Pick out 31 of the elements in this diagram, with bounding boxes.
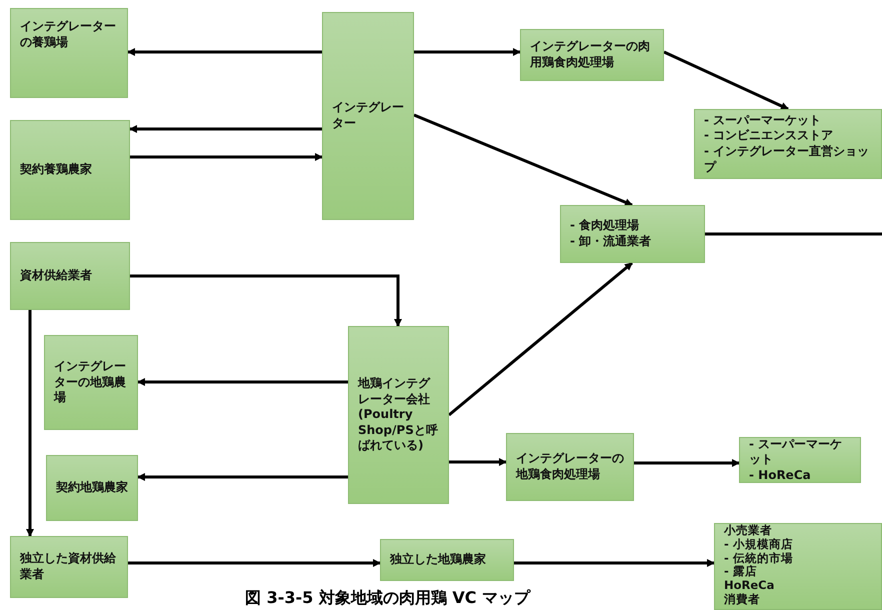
- arrow: [634, 459, 740, 467]
- arrow: [448, 262, 633, 416]
- process-box: 契約養鶏農家: [10, 120, 130, 220]
- arrow: [137, 473, 348, 481]
- process-box: インテグレーター: [322, 12, 414, 220]
- process-box: インテグレーターの地鶏食肉処理場: [506, 433, 634, 501]
- arrow: [137, 378, 348, 386]
- figure-caption: 図 3-3-5 対象地域の肉用鶏 VC マップ: [245, 588, 530, 609]
- process-box: インテグレーターの肉用鶏食肉処理場: [520, 29, 664, 81]
- process-box: 地鶏インテグレーター会社(Poultry Shop/PSと呼ばれている): [348, 326, 449, 504]
- process-box: - 食肉処理場 - 卸・流通業者: [560, 205, 705, 263]
- process-box: 資材供給業者: [10, 242, 130, 310]
- process-box: 独立した地鶏農家: [380, 539, 514, 581]
- arrow: [414, 48, 521, 56]
- arrow: [128, 559, 381, 567]
- process-box: 小売業者 - 小規模商店 - 伝統的市場 - 露店 HoReCa 消費者: [714, 523, 882, 610]
- arrow: [413, 114, 633, 206]
- arrow: [130, 274, 402, 327]
- process-box: インテグレーターの養鶏場: [10, 8, 128, 98]
- process-box: 独立した資材供給業者: [10, 536, 128, 598]
- process-box: 契約地鶏農家: [46, 455, 138, 521]
- arrow: [129, 125, 322, 133]
- arrow: [130, 153, 323, 161]
- process-box: - スーパーマーケット - コンビニエンスストア - インテグレーター直営ショップ: [694, 109, 882, 179]
- process-box: - スーパーマーケット - HoReCa: [739, 437, 861, 483]
- arrow: [127, 48, 322, 56]
- process-box: インテグレーターの地鶏農場: [44, 335, 138, 430]
- arrow: [26, 310, 34, 537]
- arrow: [663, 50, 789, 110]
- arrow: [514, 559, 715, 567]
- arrow: [449, 458, 507, 466]
